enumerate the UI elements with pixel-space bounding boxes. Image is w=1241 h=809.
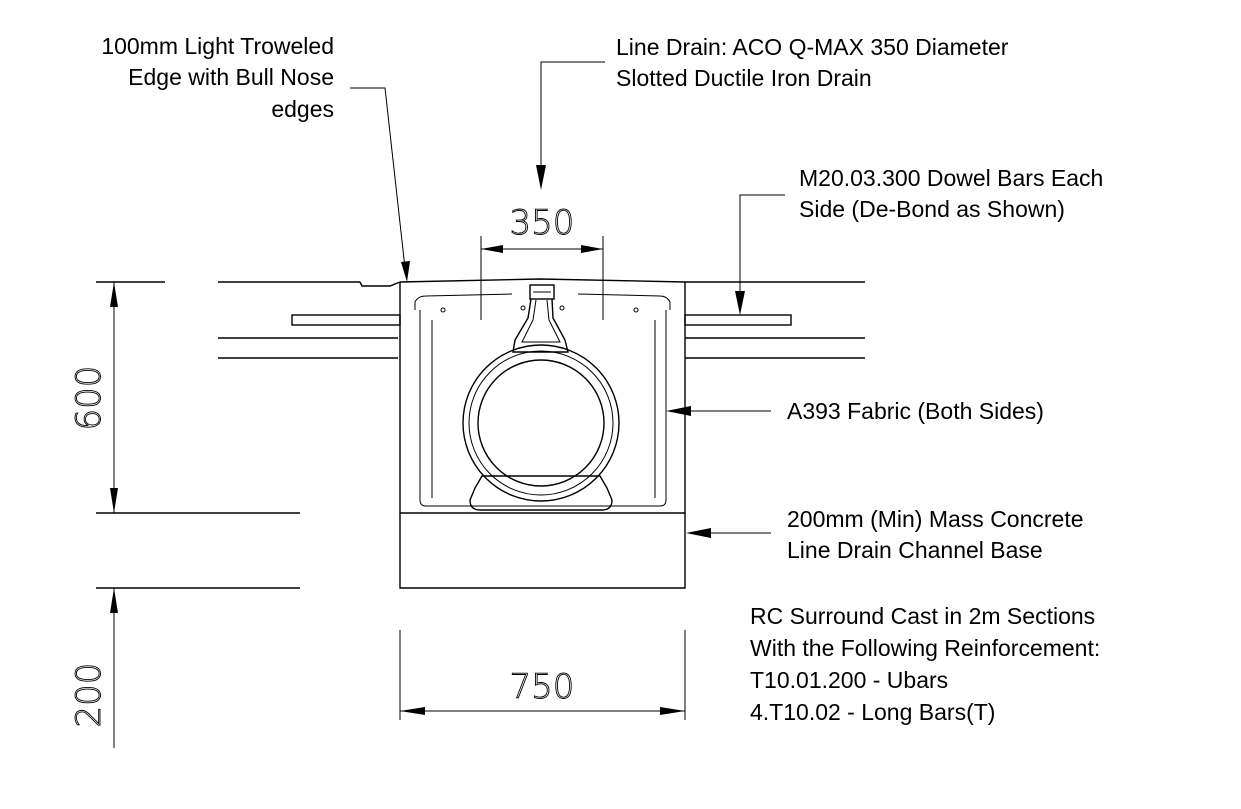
leader-fabric [666,406,771,416]
dimension-200: 200 [69,588,118,748]
note-drain-line-1: Line Drain: ACO Q-MAX 350 Diameter [616,34,1009,60]
note-base-line-1: 200mm (Min) Mass Concrete [787,506,1084,532]
note-reinforcement-line-2: With the Following Reinforcement: [750,635,1100,661]
note-edge-line-2: Edge with Bull Nose [128,64,334,90]
dimension-750-label: 750 [510,667,575,707]
rc-surround [399,278,686,589]
note-dowel-line-1: M20.03.300 Dowel Bars Each [799,165,1103,191]
note-base-line-2: Line Drain Channel Base [787,537,1043,563]
note-edge-line-3: edges [271,96,334,122]
u-bar-reinforcement [414,293,671,507]
dimension-600: 600 [69,282,118,513]
dimension-600-label: 600 [69,366,109,431]
note-edge-line-1: 100mm Light Troweled [101,33,334,59]
dowel-bars [291,314,792,326]
dimension-350: 350 [480,203,604,320]
leader-drain [536,61,605,190]
leader-edge [350,87,410,282]
slab-lines [96,281,865,589]
note-dowel: M20.03.300 Dowel Bars Each Side (De-Bond… [799,165,1103,222]
note-drain: Line Drain: ACO Q-MAX 350 Diameter Slott… [616,34,1009,91]
dimension-350-label: 350 [510,203,575,243]
note-drain-line-2: Slotted Ductile Iron Drain [616,65,872,91]
leader-dowel [735,194,785,315]
note-dowel-line-2: Side (De-Bond as Shown) [799,196,1065,222]
note-base: 200mm (Min) Mass Concrete Line Drain Cha… [787,506,1084,563]
note-fabric: A393 Fabric (Both Sides) [787,398,1044,424]
note-reinforcement-line-3: T10.01.200 - Ubars [750,667,948,693]
dimension-750: 750 [399,630,686,720]
aco-drain-unit [462,284,620,511]
dimension-200-label: 200 [69,663,109,728]
note-reinforcement: RC Surround Cast in 2m Sections With the… [750,603,1100,725]
leader-base [686,528,771,538]
note-reinforcement-line-4: 4.T10.02 - Long Bars(T) [750,699,995,725]
note-fabric-line-1: A393 Fabric (Both Sides) [787,398,1044,424]
note-reinforcement-line-1: RC Surround Cast in 2m Sections [750,603,1095,629]
note-edge: 100mm Light Troweled Edge with Bull Nose… [101,33,334,122]
